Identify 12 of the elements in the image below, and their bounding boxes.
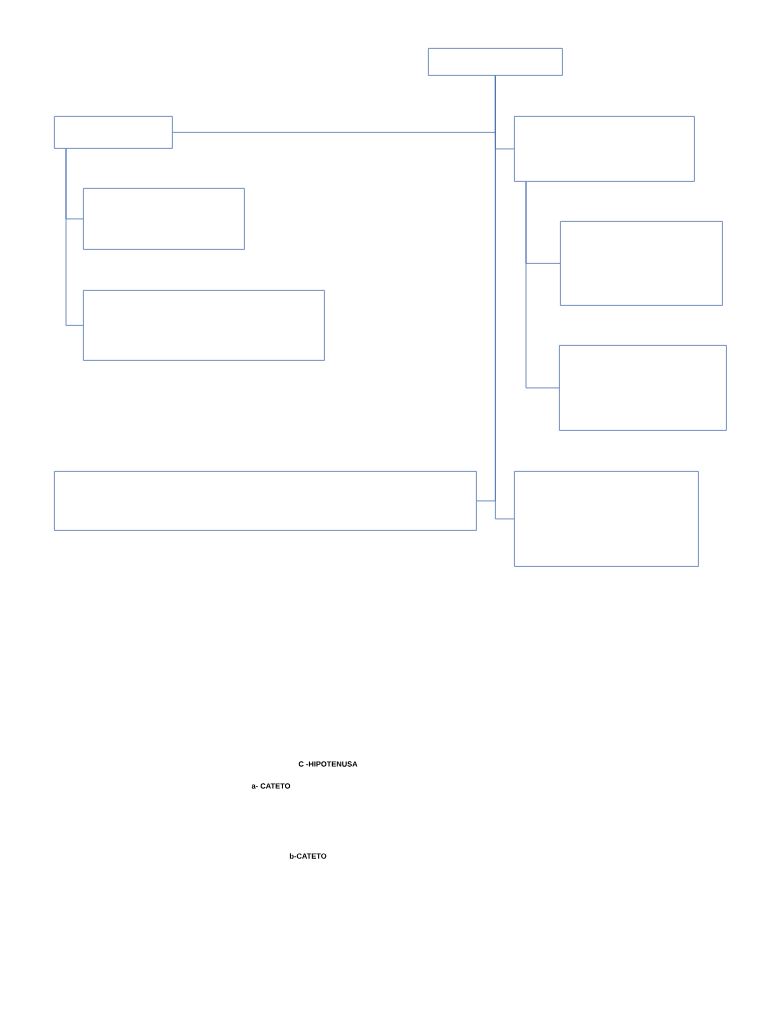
empty-box	[83, 188, 245, 250]
connector-line	[495, 75, 515, 520]
empty-box	[514, 116, 695, 182]
connector-line	[65, 148, 84, 326]
empty-box	[514, 471, 699, 567]
connector-line	[525, 181, 560, 389]
empty-box	[559, 345, 727, 431]
empty-box	[560, 221, 723, 306]
empty-box	[428, 48, 563, 76]
empty-box	[83, 290, 325, 361]
empty-box	[54, 471, 477, 531]
empty-box	[54, 116, 173, 149]
